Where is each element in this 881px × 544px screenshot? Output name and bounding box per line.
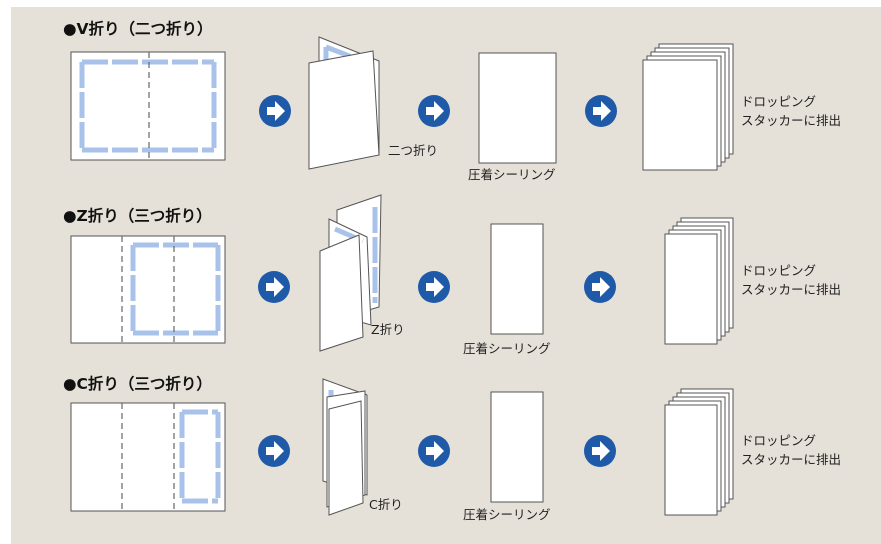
- folded-sheet-z: Z折り: [319, 194, 405, 352]
- fold-label: Z折り: [371, 322, 405, 337]
- seal-label: 圧着シーリング: [463, 507, 551, 522]
- arrow-right-icon: [258, 271, 290, 303]
- arrow-right-icon: [258, 435, 290, 467]
- arrow-right-icon: [418, 271, 450, 303]
- flat-sheet-z: [70, 235, 226, 344]
- arrow-right-icon: [259, 95, 291, 127]
- output-stack-v: ドロッピング スタッカーに排出: [642, 43, 841, 171]
- row-title: ●V折り（二つ折り）: [63, 19, 213, 38]
- stack-label-line1: ドロッピング: [741, 94, 816, 109]
- stack-label-line2: スタッカーに排出: [741, 113, 841, 128]
- flat-sheet-c: [70, 402, 226, 512]
- arrow-right-icon: [418, 95, 450, 127]
- folded-sheet-c: C折り: [322, 378, 403, 516]
- sealed-sheet-v: 圧着シーリング: [468, 52, 557, 182]
- seal-label: 圧着シーリング: [463, 341, 551, 356]
- sealed-sheet-c: 圧着シーリング: [463, 391, 551, 522]
- row-v-fold: ●V折り（二つ折り） 二つ折り 圧着シーリング: [63, 19, 841, 182]
- arrow-right-icon: [584, 271, 616, 303]
- arrow-right-icon: [418, 435, 450, 467]
- row-title: ●C折り（三つ折り）: [63, 374, 212, 393]
- stack-label-line2: スタッカーに排出: [741, 452, 841, 467]
- fold-label: 二つ折り: [388, 143, 438, 158]
- flat-sheet-v: [70, 51, 226, 161]
- row-c-fold: ●C折り（三つ折り） C折り 圧着シーリング ドロッピング: [63, 374, 841, 522]
- fold-process-diagram: ●V折り（二つ折り） 二つ折り 圧着シーリング: [11, 7, 881, 544]
- fold-label: C折り: [369, 497, 403, 512]
- output-stack-z: ドロッピング スタッカーに排出: [664, 217, 841, 345]
- stack-label-line1: ドロッピング: [741, 263, 816, 278]
- output-stack-c: ドロッピング スタッカーに排出: [664, 388, 841, 516]
- row-z-fold: ●Z折り（三つ折り） Z折り 圧着シーリング: [63, 194, 841, 356]
- sealed-sheet-z: 圧着シーリング: [463, 223, 551, 356]
- row-title: ●Z折り（三つ折り）: [63, 206, 212, 225]
- arrow-right-icon: [584, 435, 616, 467]
- folded-sheet-v: 二つ折り: [308, 36, 438, 170]
- arrow-right-icon: [585, 95, 617, 127]
- stack-label-line2: スタッカーに排出: [741, 282, 841, 297]
- seal-label: 圧着シーリング: [468, 167, 556, 182]
- stack-label-line1: ドロッピング: [741, 433, 816, 448]
